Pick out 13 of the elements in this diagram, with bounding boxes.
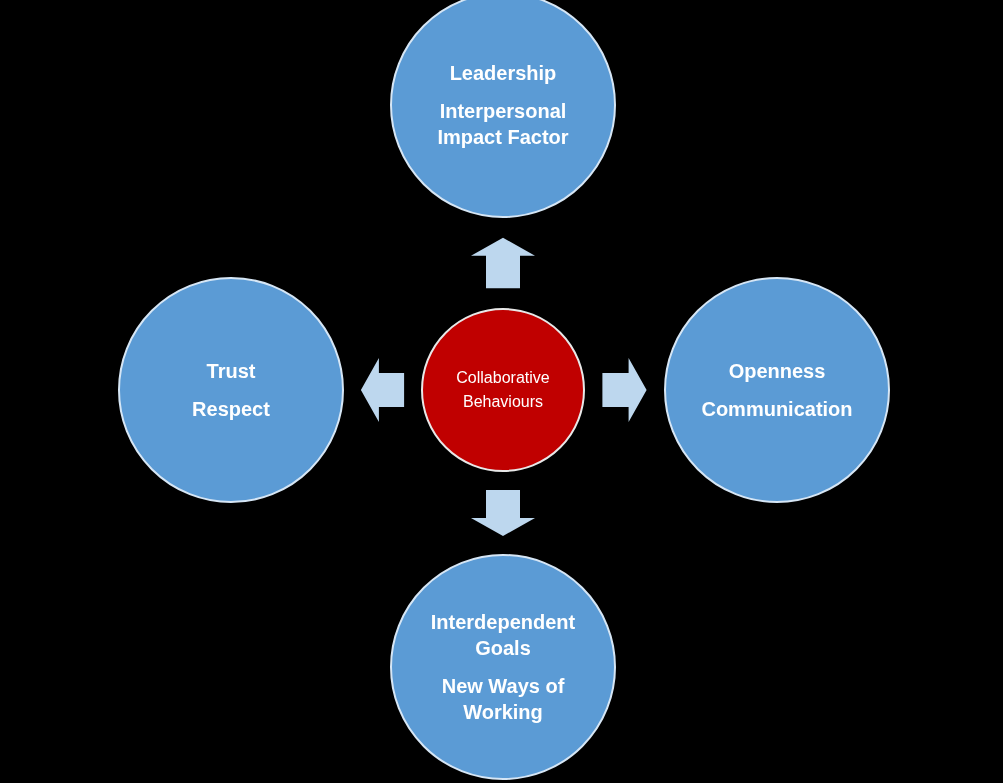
circle-label: Openness xyxy=(728,359,826,384)
circle-label: New Ways of Working xyxy=(440,674,566,725)
circle-label: Respect xyxy=(192,397,270,422)
block-arrow xyxy=(471,490,535,536)
block-arrow xyxy=(602,358,647,422)
block-arrow xyxy=(360,358,405,422)
circle-label: Interdependent Goals xyxy=(429,610,577,661)
circle-label: Interpersonal Impact Factor xyxy=(436,99,570,150)
circle-label: Leadership xyxy=(449,61,557,86)
circle-label: Trust xyxy=(206,359,256,384)
block-arrow xyxy=(471,237,535,289)
circle-label: Collaborative Behaviours xyxy=(455,368,551,412)
circle-label: Communication xyxy=(701,397,853,422)
